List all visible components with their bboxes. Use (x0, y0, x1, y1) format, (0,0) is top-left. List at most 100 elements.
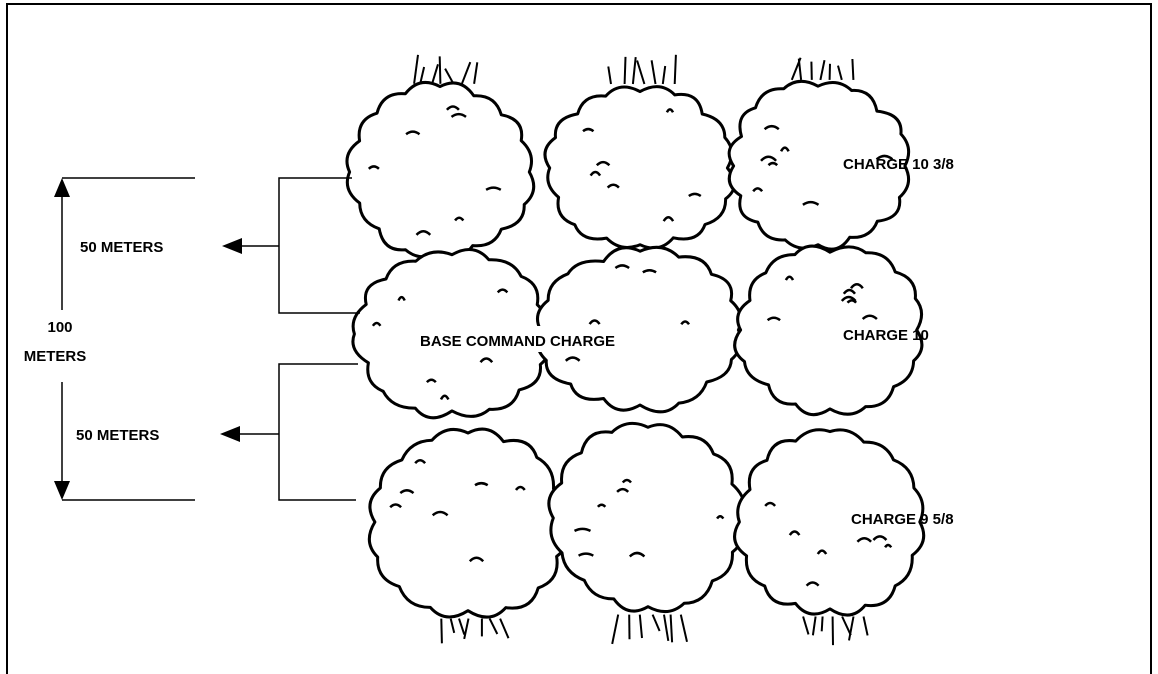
burst-shading-stroke (606, 183, 620, 189)
total-range-dimension: 100 METERS (24, 177, 195, 501)
burst-flame-spike (848, 616, 855, 641)
burst-flame-spike (663, 614, 670, 642)
burst-shading-stroke (450, 112, 467, 118)
burst-shading-stroke (784, 275, 795, 281)
burst-flame-spike (611, 614, 620, 645)
burst-flame-spike (419, 66, 426, 85)
burst-shading-stroke (468, 556, 485, 563)
burst-flame-spike (673, 54, 677, 85)
burst-flame-spike (440, 618, 443, 644)
top-pointer-arrowhead (222, 238, 242, 254)
total-unit-label: METERS (24, 348, 87, 365)
burst-flame-spike (458, 618, 466, 635)
burst-flame-spike (797, 58, 803, 81)
burst-shading-stroke (485, 186, 502, 191)
burst-shading-stroke (861, 314, 878, 320)
burst-flame-spike (651, 614, 661, 632)
burst-shading-stroke (399, 489, 415, 495)
charge-middle-label: CHARGE 10 (843, 327, 929, 344)
base-charge-label: BASE COMMAND CHARGE (420, 333, 615, 350)
burst-clouds (345, 54, 926, 646)
burst-flame-spike (679, 614, 688, 643)
burst-flame-spike (623, 56, 627, 85)
burst-shading-stroke (445, 105, 460, 111)
burst-shading-stroke (514, 485, 526, 491)
charge-bottom-label: CHARGE 9 5/8 (851, 511, 954, 528)
diagram-frame (6, 3, 1152, 674)
burst-shading-stroke (840, 295, 857, 302)
burst-shading-stroke (816, 549, 828, 555)
burst-shading-stroke (425, 378, 437, 384)
burst-flame-spike (820, 616, 824, 632)
bottom-interval-label: 50 METERS (76, 427, 159, 444)
burst-flame-spike (631, 56, 637, 85)
total-number-label: 100 (47, 319, 72, 336)
burst-shading-stroke (884, 543, 893, 549)
burst-shading-stroke (415, 230, 432, 236)
burst-shading-stroke (802, 200, 820, 206)
burst-shading-stroke (367, 165, 380, 170)
burst-flame-spike (460, 61, 472, 85)
top-interval-bracket: 50 METERS (80, 177, 360, 314)
burst-shading-stroke (371, 321, 382, 327)
charge-top-label: CHARGE 10 3/8 (843, 156, 954, 173)
burst-shading-stroke (589, 170, 602, 177)
burst-flame-spike (413, 54, 419, 84)
down-arrowhead (54, 481, 70, 500)
burst-flame-spike (841, 616, 852, 636)
burst-flame-spike (607, 66, 612, 85)
base-charge-label-backdrop (416, 326, 698, 352)
burst-flame-spike (473, 62, 479, 84)
up-arrowhead (54, 178, 70, 197)
burst-shading-stroke (596, 503, 607, 508)
burst-flame-spike (431, 64, 439, 85)
burst-shading-stroke (474, 481, 489, 487)
burst-shading-stroke (688, 192, 702, 198)
burst-shading-stroke (788, 530, 801, 536)
burst-flame-spike (488, 618, 499, 635)
burst-shading-stroke (662, 216, 675, 222)
burst-shading-stroke (431, 510, 449, 517)
burst-cloud-top-left (345, 80, 536, 259)
burst-shading-stroke (716, 515, 725, 520)
burst-flame-spike (463, 618, 470, 640)
burst-shading-stroke (479, 357, 494, 364)
burst-shading-stroke (752, 187, 764, 193)
burst-shading-stroke (577, 552, 594, 557)
burst-shading-stroke (414, 458, 427, 465)
burst-flame-spike (851, 58, 855, 80)
burst-flame-spike (650, 60, 657, 85)
burst-flame-spike (449, 618, 456, 634)
burst-shading-stroke (760, 155, 778, 162)
top-bracket-line (278, 177, 360, 314)
burst-flame-spike (669, 614, 674, 643)
burst-shading-stroke (875, 154, 894, 161)
bottom-interval-bracket: 50 METERS (76, 363, 358, 501)
burst-flame-spike (661, 65, 667, 85)
burst-shading-stroke (439, 394, 450, 401)
burst-shading-stroke (588, 319, 601, 325)
burst-flame-spike (862, 616, 869, 636)
burst-flame-spike (438, 56, 442, 84)
burst-shading-stroke (595, 160, 611, 167)
burst-flame-spike (444, 68, 455, 85)
burst-cloud-top-center (543, 85, 736, 250)
burst-shading-stroke (805, 581, 820, 587)
burst-shading-stroke (767, 161, 779, 167)
burst-shading-stroke (405, 130, 421, 136)
burst-shading-stroke (616, 487, 630, 493)
burst-shading-stroke (846, 299, 858, 304)
burst-shading-stroke (573, 527, 592, 533)
burst-shading-stroke (564, 356, 581, 362)
bottom-bracket-line (278, 363, 358, 501)
burst-shading-stroke (642, 269, 657, 274)
burst-flame-spike (819, 59, 826, 81)
burst-flame-spike (837, 65, 843, 81)
burst-shading-stroke (628, 551, 646, 558)
bottom-pointer-arrowhead (220, 426, 240, 442)
top-interval-label: 50 METERS (80, 239, 163, 256)
burst-shading-stroke (849, 283, 864, 289)
burst-shading-stroke (763, 124, 780, 131)
burst-shading-stroke (582, 127, 595, 133)
